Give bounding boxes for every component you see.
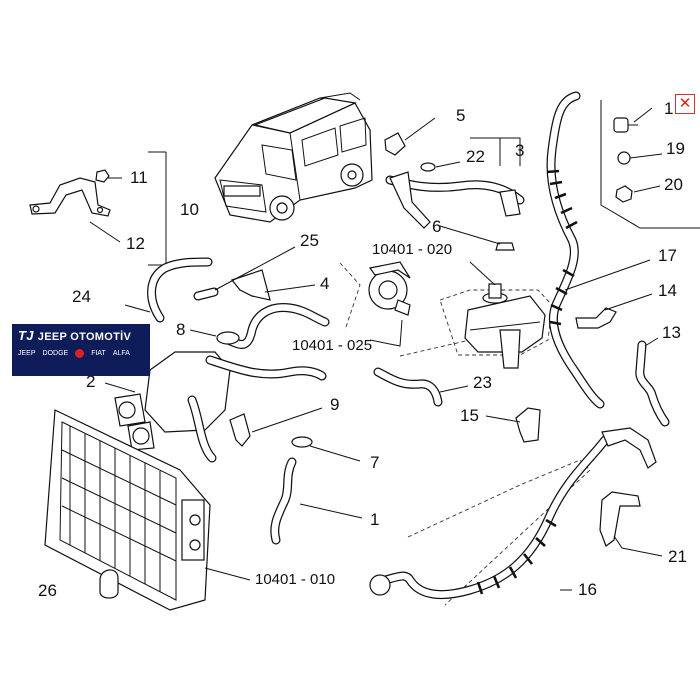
callout-21: 21 [668, 547, 687, 566]
callout-26: 26 [38, 581, 57, 600]
electric-pump [368, 261, 411, 316]
cap-6 [495, 242, 515, 251]
callout-10: 10 [180, 200, 199, 219]
bracket-part-12 [29, 177, 111, 217]
badge-jeep: JEEP [18, 350, 36, 357]
badge-fiat-icon [75, 349, 85, 358]
badge-fiat: FIAT [91, 350, 106, 357]
leader-lines [89, 107, 663, 591]
callout-20: 20 [664, 175, 683, 194]
part-numbers: 10401 - 020 10401 - 025 10401 - 010 [255, 241, 452, 588]
expansion-tank [464, 283, 546, 369]
callout-17: 17 [658, 246, 677, 265]
clamp-8 [216, 331, 240, 345]
hose-23 [373, 367, 443, 407]
callout-15: 15 [460, 406, 479, 425]
callouts: 11 10 12 5 22 3 6 25 4 24 8 2 17 14 13 2… [38, 99, 687, 600]
nut-20 [615, 185, 633, 203]
vehicle-illustration [214, 92, 373, 223]
callout-23: 23 [473, 373, 492, 392]
callout-9: 9 [330, 395, 339, 414]
hose-13 [635, 340, 670, 427]
washer-19 [617, 151, 631, 165]
hose-1 [270, 457, 297, 545]
logo-badges: JEEP DODGE FIAT ALFA [18, 349, 144, 358]
callout-11: 11 [130, 168, 148, 187]
upper-hose-4 [223, 302, 330, 349]
bracket-14 [575, 307, 617, 329]
plug-26 [99, 569, 119, 599]
dash-link [399, 339, 471, 357]
hose-16 [369, 427, 657, 600]
bolt-18 [613, 117, 638, 133]
callout-14: 14 [658, 281, 677, 300]
callout-25: 25 [300, 231, 319, 250]
thermostat-housing-2 [114, 351, 327, 463]
bracket-22-3 [470, 137, 521, 166]
callout-13: 13 [662, 323, 681, 342]
part-number-reservoir: 10401 - 020 [372, 241, 452, 258]
o-ring-22 [420, 162, 436, 172]
callout-2: 2 [86, 372, 95, 391]
callout-1: 1 [370, 510, 379, 529]
bracket-21 [599, 491, 641, 547]
hose-24 [147, 257, 213, 323]
radiator [44, 409, 211, 611]
frame-right-top [600, 100, 700, 229]
callout-12: 12 [126, 234, 145, 253]
nut-11 [95, 169, 110, 183]
bracket-15 [515, 407, 541, 443]
badge-alfa: ALFA [112, 350, 130, 357]
o-ring-7 [291, 436, 313, 448]
callout-22: 22 [466, 147, 485, 166]
hose-17 [546, 91, 605, 409]
logo-mark: TJ [18, 328, 34, 343]
callout-19: 19 [666, 139, 685, 158]
callout-8: 8 [176, 320, 185, 339]
callout-5: 5 [456, 106, 465, 125]
hose-25-pieces [193, 269, 271, 301]
sensor-5 [384, 132, 406, 156]
callout-3: 3 [515, 141, 524, 160]
callout-4: 4 [320, 274, 329, 293]
callout-7: 7 [370, 453, 379, 472]
pipe-3 [385, 171, 525, 229]
part-number-radiator: 10401 - 010 [255, 571, 335, 588]
badge-dodge: DODGE [42, 350, 69, 357]
logo-brand: JEEP OTOMOTİV [37, 331, 132, 343]
callout-18: 1 [664, 99, 673, 118]
callout-16: 16 [578, 580, 597, 599]
dash-reservoir [439, 289, 553, 356]
close-icon[interactable]: ✕ [675, 94, 695, 114]
dash-lower [407, 459, 591, 606]
callout-6: 6 [432, 217, 441, 236]
bracket-10-ticks [148, 151, 166, 266]
part-number-pump: 10401 - 025 [292, 337, 372, 354]
callout-24: 24 [72, 287, 91, 306]
dash-pump [339, 262, 361, 331]
bracket-9 [229, 413, 251, 447]
